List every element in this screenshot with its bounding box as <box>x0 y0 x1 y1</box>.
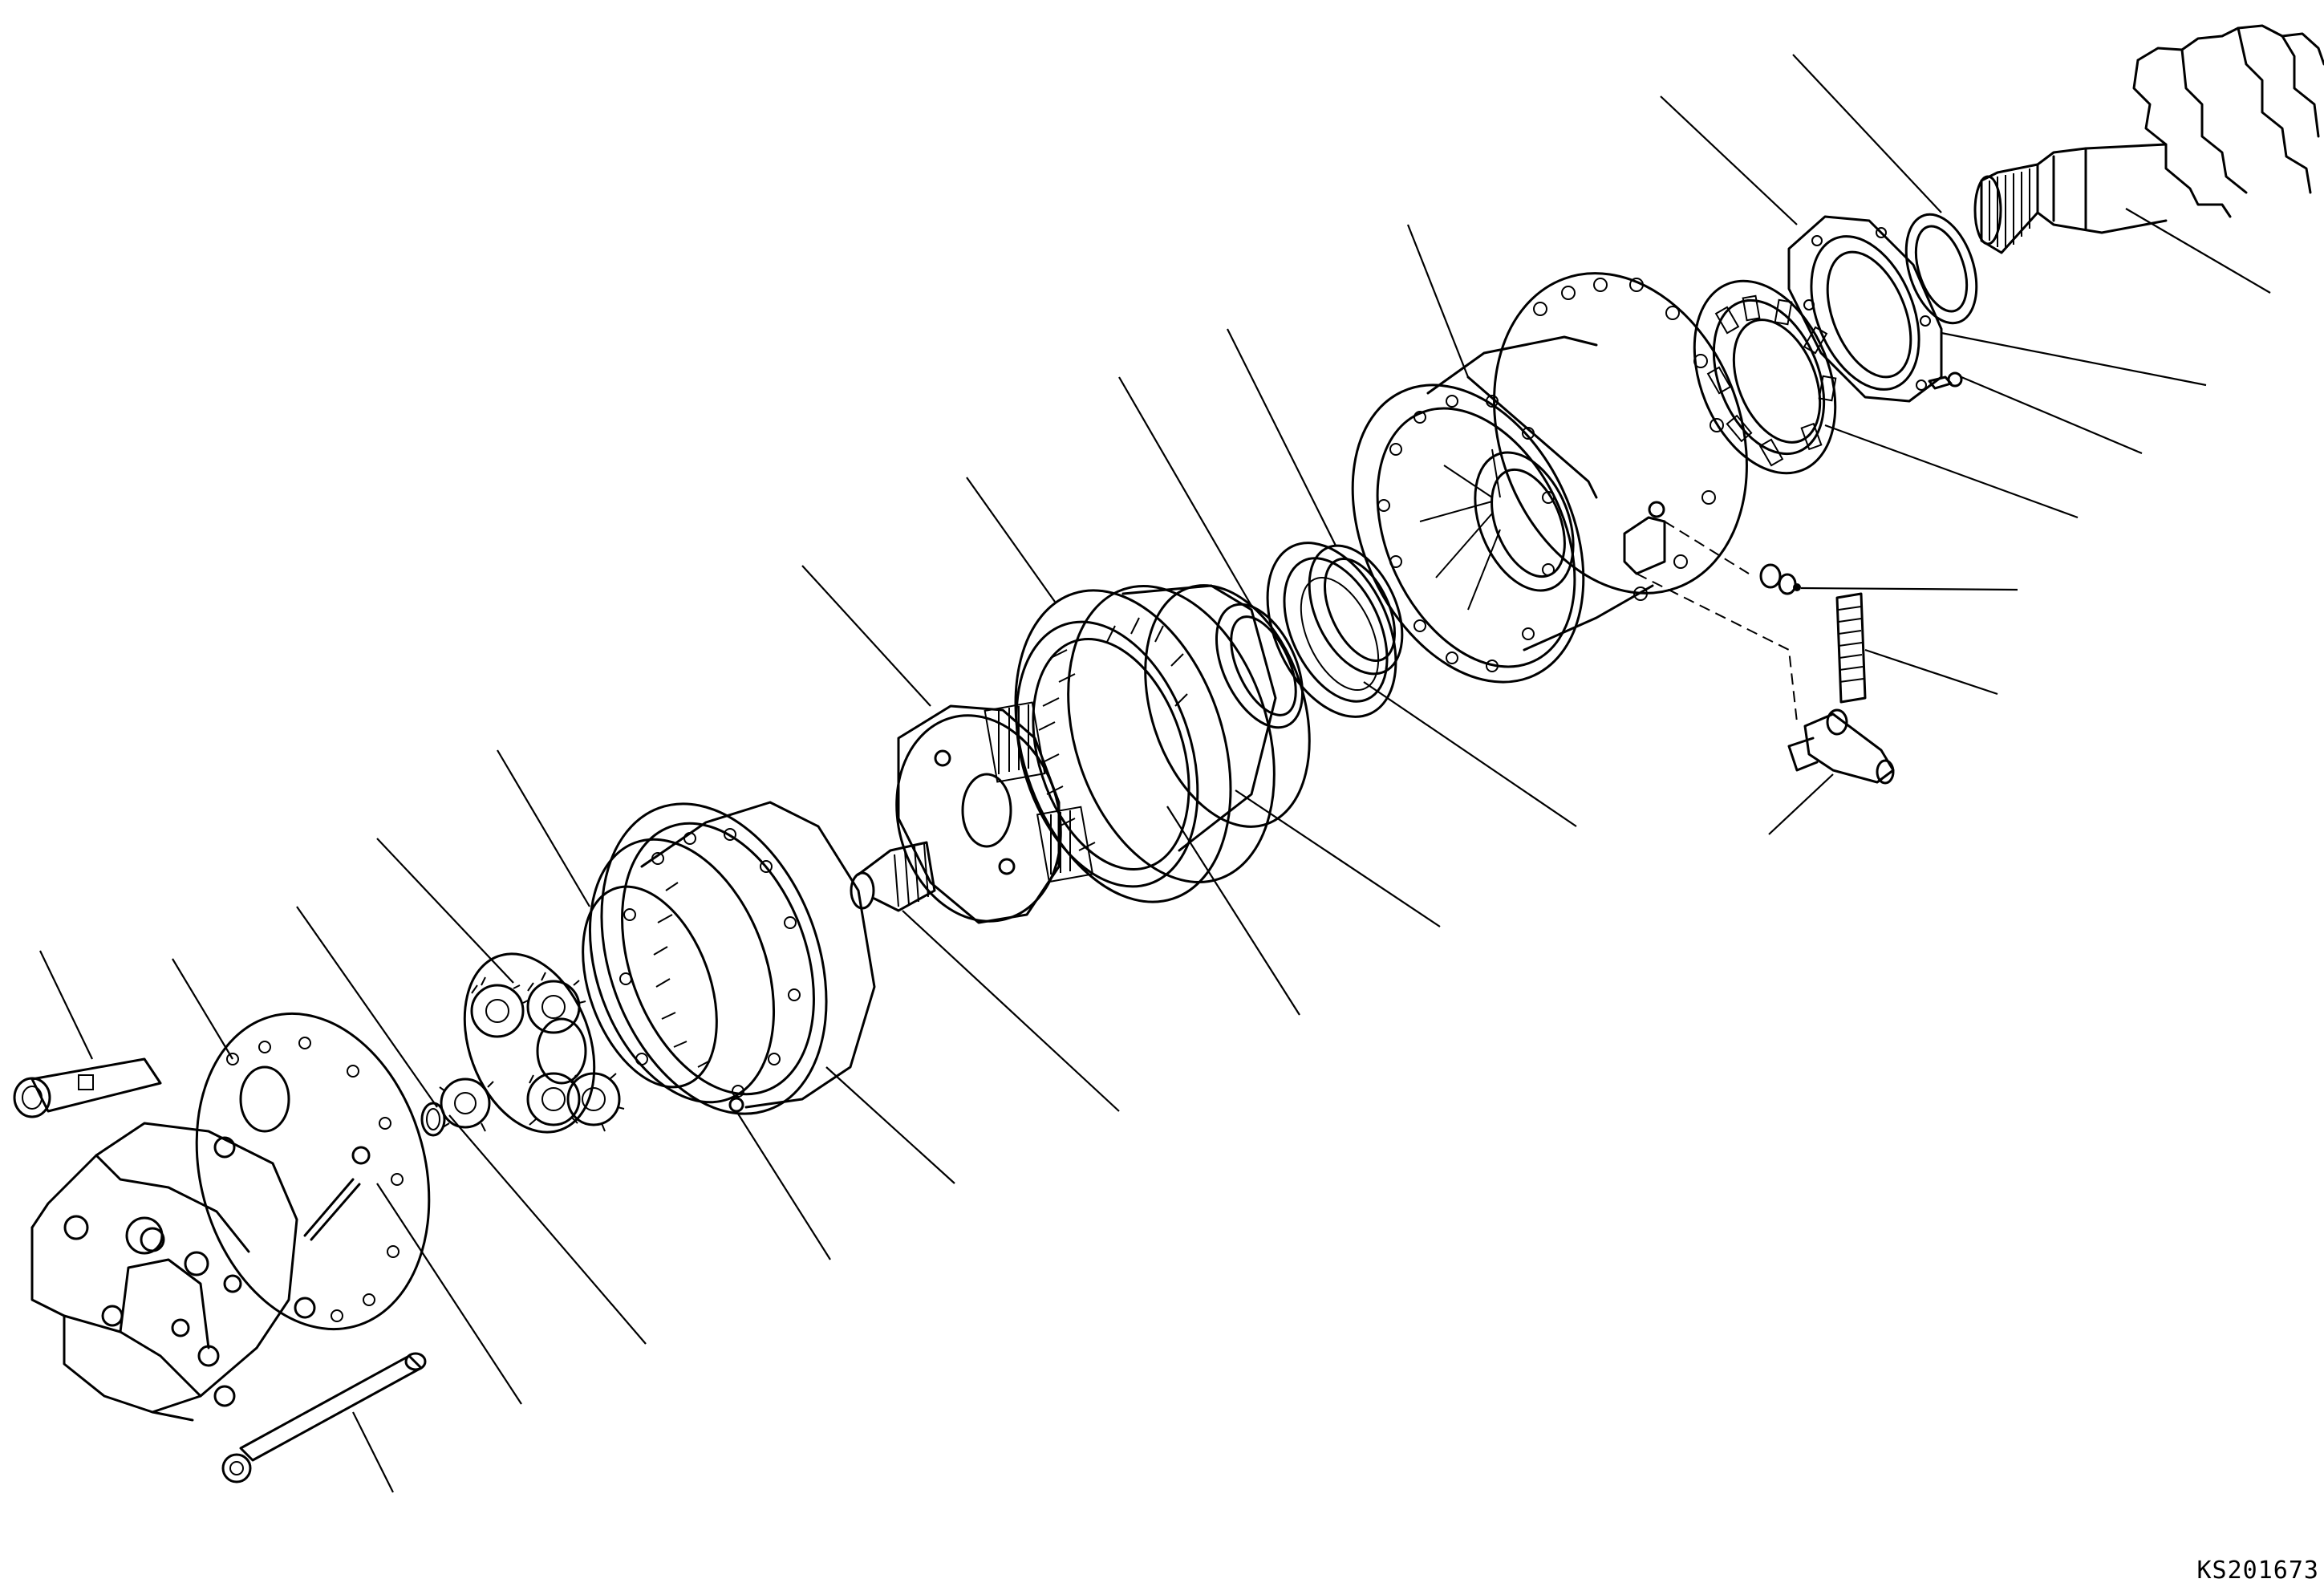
leader-spacer <box>1118 376 1252 607</box>
shim-ring[interactable] <box>1893 205 1989 332</box>
leader-planet-gears <box>376 838 514 984</box>
leader-carrier-2 <box>801 565 931 707</box>
leader-shim <box>1941 331 2207 387</box>
alignment-line-valve <box>1636 573 1798 723</box>
planetary-carrier-no2[interactable] <box>874 697 1094 940</box>
leader-level-gauge <box>352 1411 394 1493</box>
oil-seal[interactable] <box>1291 531 1421 688</box>
output-pinion-shaft[interactable] <box>1973 24 2324 254</box>
leader-motor-shaft <box>376 1183 522 1405</box>
leader-ring-gear-teeth <box>1166 806 1300 1016</box>
leader-gauge-pipe <box>1864 648 1998 696</box>
drain-plug[interactable] <box>1759 563 1801 595</box>
leader-motor-gear <box>448 1114 647 1345</box>
leader-o-ring-large <box>1235 789 1441 927</box>
leader-seal-ring <box>1363 681 1577 827</box>
leader-o-ring-2 <box>497 749 590 907</box>
leader-lines <box>39 54 2271 1493</box>
leader-bearing <box>1824 424 2079 519</box>
ring-gear-2[interactable] <box>561 773 876 1146</box>
leader-snap-ring <box>736 1110 831 1260</box>
swing-motor[interactable] <box>30 988 463 1422</box>
leader-cover-bolt <box>1961 375 2143 455</box>
leader-shim-ring <box>1792 54 1942 213</box>
leader-housing <box>1406 224 1470 378</box>
drain-valve-elbow[interactable] <box>1787 708 1895 785</box>
seal-ring[interactable] <box>1242 522 1422 737</box>
leader-oil-seal <box>1227 328 1336 546</box>
leader-bearing-cover <box>1660 95 1798 225</box>
alignment-line-plug <box>1664 521 1750 574</box>
leader-drain-plug <box>1800 586 2018 591</box>
o-ring-2[interactable] <box>558 868 742 1106</box>
leader-ring-gear-2 <box>825 1066 955 1184</box>
figure-id-label: KS201673 <box>2196 1557 2319 1585</box>
housing[interactable] <box>1308 237 1790 720</box>
leader-thrust-washer <box>296 906 438 1108</box>
thrust-washer[interactable] <box>420 1102 446 1137</box>
leader-ring-gear-1 <box>966 477 1056 603</box>
sun-gear-shaft[interactable] <box>850 841 936 912</box>
leader-hose-fitting <box>39 950 93 1060</box>
leader-sun-gear <box>902 910 1120 1112</box>
ring-gear-carrier-1[interactable] <box>978 559 1338 930</box>
leader-swing-motor <box>172 958 233 1060</box>
level-gauge-pipe[interactable] <box>1835 592 1867 704</box>
bearing-cover[interactable] <box>1787 215 1943 405</box>
leader-valve <box>1768 773 1834 835</box>
planetary-gears-no1[interactable] <box>439 936 625 1150</box>
spacer-ring[interactable] <box>1199 591 1320 741</box>
roller-bearing[interactable] <box>1668 260 1862 494</box>
leader-output-shaft <box>2125 208 2271 294</box>
hose-fitting[interactable] <box>13 1057 162 1118</box>
cover-bolt[interactable] <box>1928 371 1963 390</box>
level-gauge[interactable] <box>221 1352 427 1483</box>
